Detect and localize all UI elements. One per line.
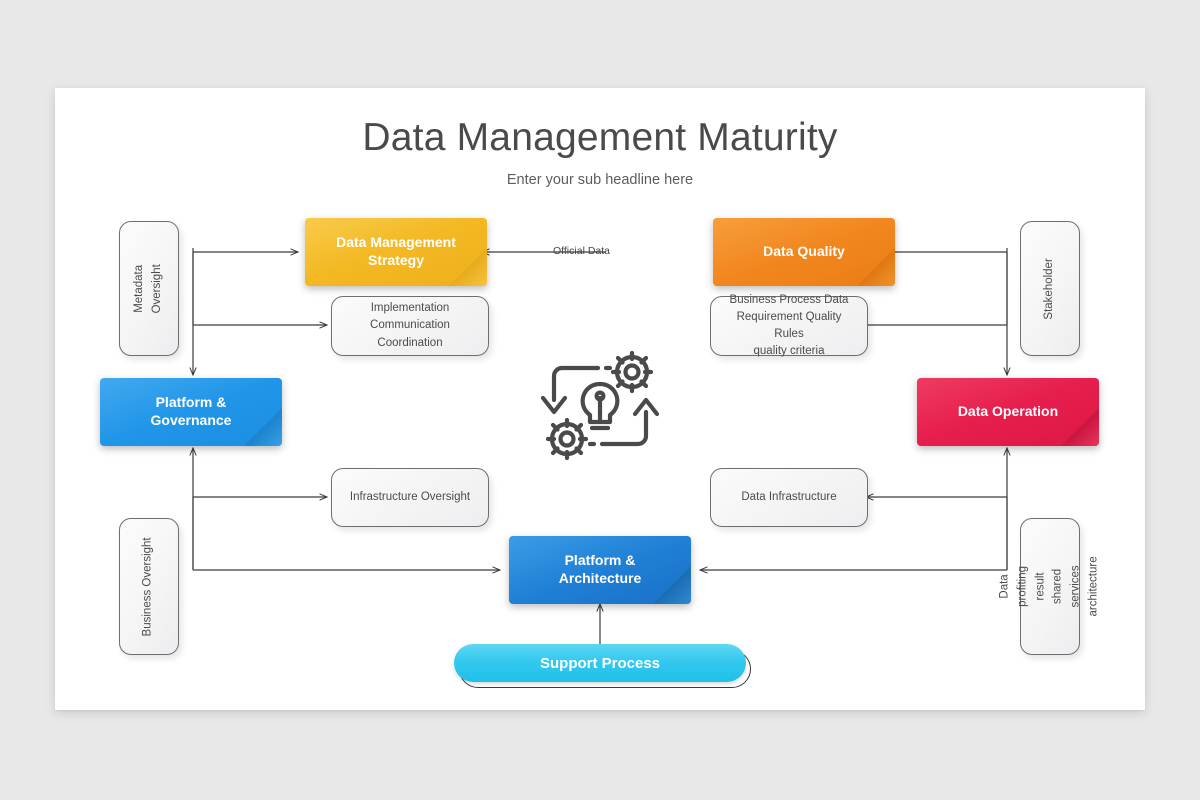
- connector-layer: [55, 248, 1145, 644]
- fold-corner-architecture: [653, 566, 691, 604]
- arrow-up-head-icon: [632, 397, 660, 417]
- gear-top-right-inner-icon: [623, 363, 641, 381]
- side-label-metadata-oversight: Metadata Oversight: [119, 221, 179, 356]
- side-label-stakeholder: Stakeholder: [1020, 221, 1080, 356]
- fold-corner-quality: [857, 248, 895, 286]
- card-implementation-text: Implementation Communication Coordinatio…: [370, 302, 450, 349]
- side-label-metadata-oversight-text: Metadata Oversight: [133, 263, 163, 314]
- side-label-data-profiting-text: Data profiting result shared services ar…: [998, 556, 1100, 617]
- node-data-management-strategy-label: Data Management Strategy: [336, 234, 456, 268]
- card-data-infrastructure: Data Infrastructure: [710, 468, 868, 527]
- arrow-up-icon: [599, 409, 649, 447]
- node-data-operation-label: Data Operation: [957, 403, 1059, 420]
- node-data-quality[interactable]: Data Quality: [713, 218, 895, 286]
- side-label-business-oversight: Business Oversight: [119, 518, 179, 655]
- card-implementation: Implementation Communication Coordinatio…: [331, 296, 489, 356]
- card-data-infrastructure-text: Data Infrastructure: [741, 490, 837, 503]
- side-label-data-profiting: Data profiting result shared services ar…: [999, 518, 1100, 655]
- node-platform-architecture-label: Platform & Architecture: [558, 552, 642, 586]
- arrow-down-head-icon: [540, 395, 568, 415]
- diagram-stage: Data Management Maturity Enter your sub …: [55, 88, 1145, 710]
- card-infrastructure-oversight-text: Infrastructure Oversight: [349, 490, 471, 503]
- support-process-pill[interactable]: Support Process: [454, 644, 746, 682]
- slide-canvas: Data Management Maturity Enter your sub …: [55, 88, 1145, 710]
- node-data-quality-label: Data Quality: [763, 243, 845, 260]
- arrow-down-icon: [551, 365, 601, 403]
- page-title: Data Management Maturity: [362, 116, 838, 159]
- fold-corner-governance: [244, 408, 282, 446]
- node-data-operation[interactable]: Data Operation: [917, 378, 1099, 446]
- page-subtitle: Enter your sub headline here: [506, 172, 694, 188]
- node-platform-architecture[interactable]: Platform & Architecture: [509, 536, 691, 604]
- lightbulb-tip-icon: [594, 390, 606, 402]
- process-innovation-icon: [540, 350, 660, 461]
- node-support-process-label: Support Process: [539, 654, 661, 672]
- side-label-stakeholder-text: Stakeholder: [1043, 257, 1056, 320]
- card-infrastructure-oversight: Infrastructure Oversight: [331, 468, 489, 527]
- card-business-process: Business Process Data Requirement Qualit…: [710, 294, 868, 357]
- node-platform-governance[interactable]: Platform & Governance: [100, 378, 282, 446]
- gear-top-right-teeth-icon: [610, 350, 654, 394]
- connector-label-official-data: Official Data: [553, 245, 610, 257]
- side-label-business-oversight-text: Business Oversight: [142, 536, 155, 637]
- gear-bottom-left-inner-icon: [558, 430, 576, 448]
- node-data-management-strategy[interactable]: Data Management Strategy: [305, 218, 487, 286]
- gear-bottom-left-teeth-icon: [545, 417, 589, 461]
- card-business-process-text: Business Process Data Requirement Qualit…: [729, 293, 849, 358]
- node-platform-governance-label: Platform & Governance: [150, 394, 232, 428]
- node-support-process[interactable]: Support Process: [454, 644, 756, 690]
